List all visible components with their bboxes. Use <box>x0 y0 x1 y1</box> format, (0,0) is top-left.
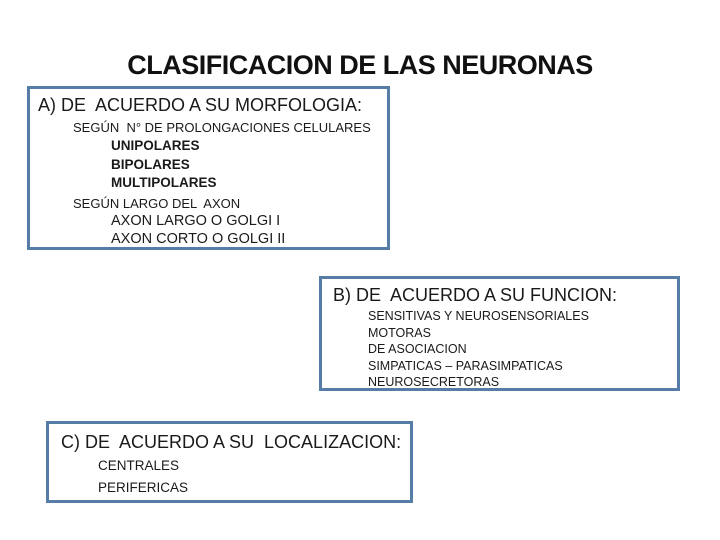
section-a-group2-label: SEGÚN LARGO DEL AXON <box>73 195 241 211</box>
section-a-heading: A) DE ACUERDO A SU MORFOLOGIA: <box>38 95 363 115</box>
list-item: MOTORAS <box>368 325 431 340</box>
list-item: SENSITIVAS Y NEUROSENSORIALES <box>368 309 589 323</box>
list-item: AXON LARGO O GOLGI I <box>111 212 281 229</box>
list-item: BIPOLARES <box>111 156 190 172</box>
section-box-localizacion: C) DE ACUERDO A SU LOCALIZACION: CENTRAL… <box>46 421 413 503</box>
list-item: MULTIPOLARES <box>111 175 217 190</box>
list-item: UNIPOLARES <box>111 138 200 153</box>
section-box-morfologia: A) DE ACUERDO A SU MORFOLOGIA: SEGÚN N° … <box>27 86 390 250</box>
list-item: DE ASOCIACION <box>368 342 467 356</box>
section-c-heading: C) DE ACUERDO A SU LOCALIZACION: <box>61 432 402 452</box>
page-title: CLASIFICACION DE LAS NEURONAS <box>127 50 593 80</box>
list-item: NEUROSECRETORAS <box>368 375 500 389</box>
list-item: PERIFERICAS <box>98 479 189 495</box>
section-a-group1-label: SEGÚN N° DE PROLONGACIONES CELULARES <box>73 120 371 135</box>
section-box-funcion: B) DE ACUERDO A SU FUNCION: SENSITIVAS Y… <box>319 276 680 391</box>
list-item: SIMPATICAS – PARASIMPATICAS <box>368 358 563 373</box>
list-item: AXON CORTO O GOLGI II <box>111 231 286 247</box>
section-b-heading: B) DE ACUERDO A SU FUNCION: <box>333 285 618 305</box>
list-item: CENTRALES <box>98 458 180 473</box>
